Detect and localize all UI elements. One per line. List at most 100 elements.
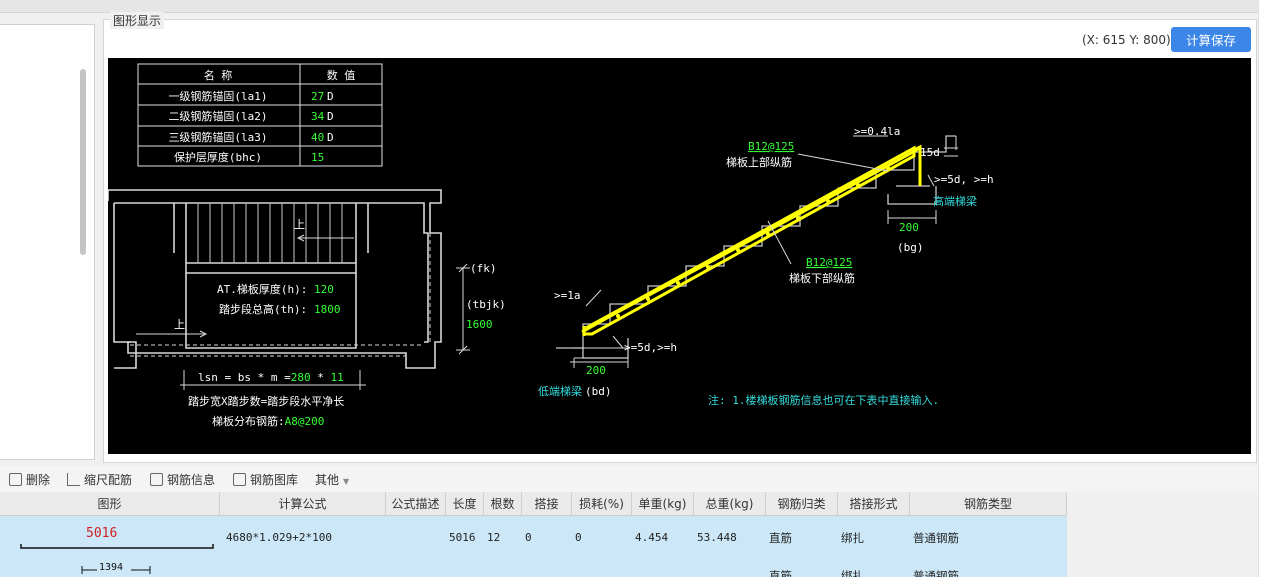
low-extension-label: >=5d,>=h (624, 341, 677, 354)
table-row-value: 27 (311, 90, 324, 103)
slab-thickness-label: AT.梯板厚度(h): (217, 282, 307, 296)
table-row-unit: D (327, 90, 334, 103)
plan-dashed-lines (130, 233, 431, 357)
lsn-label: lsn = bs * m =280 * 11 (198, 371, 344, 384)
graphics-display-title: 图形显示 (110, 12, 165, 29)
category-cell[interactable]: 直筋 (769, 569, 792, 577)
table-row-name: 二级钢筋锚固(la2) (168, 109, 267, 123)
col-header[interactable]: 公式描述 (386, 492, 446, 516)
high-beam-width-value: 200 (899, 221, 919, 234)
shape-length-label: 5016 (86, 526, 118, 541)
other-dropdown[interactable]: 其他▼ (315, 471, 349, 489)
scale-rebar-label: 缩尺配筋 (84, 473, 133, 487)
low-anchor-label: >=1a (554, 289, 581, 302)
high-end-beam-label: 高端梯梁 (933, 194, 977, 208)
bottom-rebar-name: 梯板下部纵筋 (789, 271, 855, 285)
slab-thickness-value: 120 (314, 283, 334, 296)
scale-rebar-button[interactable]: 缩尺配筋 (67, 471, 132, 489)
delete-button[interactable]: 删除 (9, 471, 50, 489)
calculate-save-button[interactable]: 计算保存 (1171, 27, 1251, 52)
top-rebar-hook (915, 144, 922, 186)
rebar-library-label: 钢筋图库 (250, 473, 299, 487)
chevron-down-icon: ▼ (343, 477, 350, 486)
col-header[interactable]: 搭接形式 (838, 492, 910, 516)
rebar-type-cell[interactable]: 普通钢筋 (913, 569, 959, 577)
rebar-library-button[interactable]: 钢筋图库 (233, 471, 298, 489)
col-header[interactable]: 总重(kg) (694, 492, 766, 516)
col-header[interactable]: 计算公式 (220, 492, 386, 516)
stair-plan-view (108, 189, 442, 369)
stair-drawing: 名 称 数 值 一级钢筋锚固(la1) 27 D 二级钢筋锚固(la2) 34 … (108, 63, 994, 428)
rebar-shape-cell[interactable]: 5016 (0, 516, 220, 560)
anchor-parameter-table (137, 63, 383, 167)
rebar-type-cell[interactable]: 普通钢筋 (910, 516, 1067, 560)
category-cell[interactable]: 直筋 (766, 516, 838, 560)
right-edge-panel (1258, 0, 1278, 577)
window-top-strip (0, 0, 1278, 13)
top-rebar-name: 梯板上部纵筋 (726, 155, 792, 169)
section-leader-lines (570, 135, 958, 368)
hook-15d-label: 15d (920, 146, 940, 159)
plan-step-lines (197, 203, 343, 263)
total-weight-cell[interactable]: 53.448 (694, 516, 766, 560)
table-row-value: 40 (311, 131, 324, 144)
table-row-value: 15 (311, 151, 324, 164)
stair-section-outline (556, 135, 956, 359)
table-row-unit: D (327, 131, 334, 144)
loss-cell[interactable]: 0 (572, 516, 632, 560)
high-beam-width-label: (bg) (897, 241, 924, 254)
low-end-beam-label: 低端梯梁 (538, 384, 582, 398)
plan-up-label: 上 (174, 318, 185, 331)
formula-cell[interactable]: 4680*1.029+2*100 (220, 516, 386, 560)
ruler-icon (67, 473, 80, 486)
col-header[interactable]: 根数 (484, 492, 522, 516)
left-tree-panel[interactable] (0, 24, 95, 460)
tbjk-value: 1600 (466, 318, 493, 331)
library-icon (233, 473, 246, 486)
step-height-value: 1800 (314, 303, 341, 316)
rebar-info-label: 钢筋信息 (167, 473, 216, 487)
drawing-note: 注: 1.楼梯板钢筋信息也可在下表中直接输入. (708, 393, 939, 407)
step-height-label: 踏步段总高(th): (219, 302, 307, 316)
col-header[interactable]: 钢筋归类 (766, 492, 838, 516)
lap-type-cell[interactable]: 绑扎 (841, 569, 864, 577)
lap-cell[interactable]: 0 (522, 516, 572, 560)
table-header-name: 名 称 (204, 68, 233, 82)
top-rebar-code: B12@125 (748, 140, 794, 153)
col-header[interactable]: 损耗(%) (572, 492, 632, 516)
rebar-shape-drawing (81, 566, 151, 574)
table-header-value: 数 值 (327, 69, 356, 82)
info-icon (150, 473, 163, 486)
col-header[interactable]: 钢筋类型 (910, 492, 1067, 516)
delete-label: 删除 (26, 473, 51, 487)
col-header[interactable]: 长度 (446, 492, 484, 516)
rebar-toolbar: 删除 缩尺配筋 钢筋信息 钢筋图库 其他▼ (0, 466, 1258, 492)
col-header[interactable]: 图形 (0, 492, 220, 516)
low-beam-width-value: 200 (586, 364, 606, 377)
length-cell[interactable]: 5016 (446, 516, 484, 560)
lap-type-cell[interactable]: 绑扎 (838, 516, 910, 560)
length-dimension-line (180, 370, 366, 390)
left-panel-scrollbar[interactable] (80, 69, 86, 255)
other-label: 其他 (315, 473, 340, 487)
cad-drawing-canvas[interactable]: 名 称 数 值 一级钢筋锚固(la1) 27 D 二级钢筋锚固(la2) 34 … (108, 58, 1251, 454)
unit-weight-cell[interactable]: 4.454 (632, 516, 694, 560)
fk-label: (fk) (470, 262, 497, 275)
shape-length-label: 1394 (99, 562, 124, 573)
col-header[interactable]: 单重(kg) (632, 492, 694, 516)
rebar-table[interactable]: 图形 计算公式 公式描述 长度 根数 搭接 损耗(%) 单重(kg) 总重(kg… (0, 492, 1067, 577)
distribution-bar-dots (616, 166, 890, 318)
table-row-name: 三级钢筋锚固(la3) (168, 130, 267, 144)
distribution-rebar-label: 梯板分布钢筋:A8@200 (212, 414, 324, 428)
rebar-shape-drawing (20, 544, 214, 549)
rebar-info-button[interactable]: 钢筋信息 (150, 471, 215, 489)
bottom-longitudinal-rebar (584, 145, 916, 336)
table-row-name: 保护层厚度(bhc) (174, 150, 262, 164)
cursor-coordinates: (X: 615 Y: 800) (1082, 33, 1171, 47)
count-cell[interactable]: 12 (484, 516, 522, 560)
top-longitudinal-rebar (581, 145, 921, 334)
description-cell[interactable] (386, 516, 446, 560)
col-header[interactable]: 搭接 (522, 492, 572, 516)
table-row[interactable]: 1394 直筋 绑扎 普通钢筋 (0, 560, 1067, 577)
table-row-name: 一级钢筋锚固(la1) (168, 89, 267, 103)
